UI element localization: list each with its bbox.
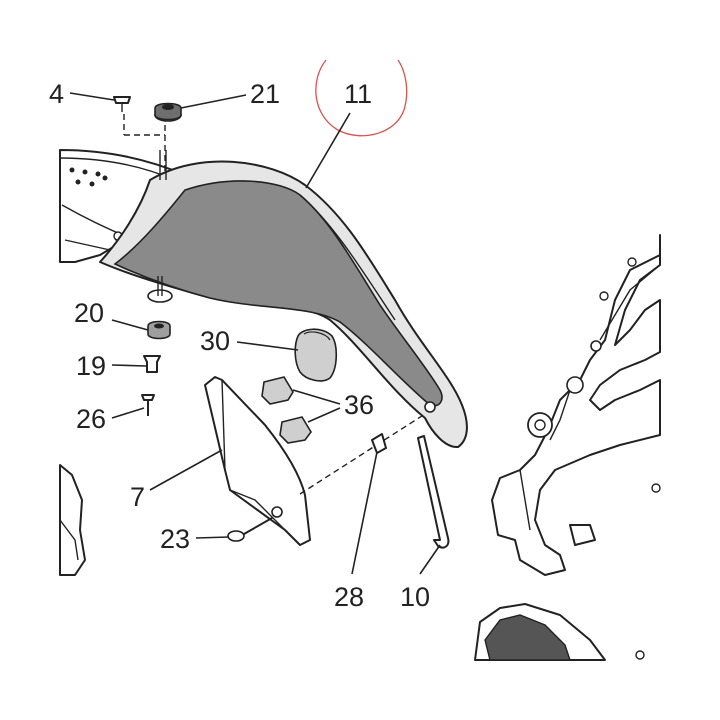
callout-11: 11 xyxy=(344,79,372,109)
bolt-part-26 xyxy=(141,394,155,416)
alignment-line xyxy=(299,413,426,495)
screw-part-4 xyxy=(113,96,131,112)
pad-part-30 xyxy=(294,328,338,382)
leader-26 xyxy=(111,407,145,419)
leader-4 xyxy=(69,92,115,101)
callout-7: 7 xyxy=(130,482,145,512)
callout-23: 23 xyxy=(160,524,190,554)
callout-26: 26 xyxy=(76,404,106,434)
clip-part-28 xyxy=(371,433,387,454)
callout-28: 28 xyxy=(334,582,364,612)
leader-10 xyxy=(419,544,441,575)
cover-bracket-part-7 xyxy=(204,376,311,546)
vehicle-frame xyxy=(491,234,661,576)
grommet-part-21 xyxy=(154,102,182,122)
callout-20: 20 xyxy=(74,298,104,328)
callout-10: 10 xyxy=(400,582,430,612)
spacer-part-19 xyxy=(143,355,161,373)
highlight-circle xyxy=(315,59,408,137)
leader-30 xyxy=(236,341,299,351)
lower-right-component xyxy=(474,603,645,661)
callout-30: 30 xyxy=(200,326,230,356)
callout-4: 4 xyxy=(49,79,64,109)
side-panel-part-11 xyxy=(99,160,468,449)
callout-21: 21 xyxy=(250,79,280,109)
leader-7 xyxy=(149,449,223,491)
leader-36b xyxy=(307,407,341,423)
bushing-part-20 xyxy=(147,320,171,340)
leader-28 xyxy=(351,451,378,575)
leader-23 xyxy=(195,536,230,539)
pad-part-36 xyxy=(261,376,312,444)
rod-part-10 xyxy=(417,435,450,549)
screw-part-23 xyxy=(227,517,273,542)
leader-11 xyxy=(305,112,351,189)
lower-mount xyxy=(147,276,173,303)
leader-20 xyxy=(111,319,149,331)
left-side-component xyxy=(59,464,86,576)
callout-19: 19 xyxy=(76,351,106,381)
leader-36a xyxy=(292,389,341,405)
leader-21 xyxy=(180,94,247,109)
callout-36: 36 xyxy=(344,390,374,420)
leader-19 xyxy=(111,364,147,367)
